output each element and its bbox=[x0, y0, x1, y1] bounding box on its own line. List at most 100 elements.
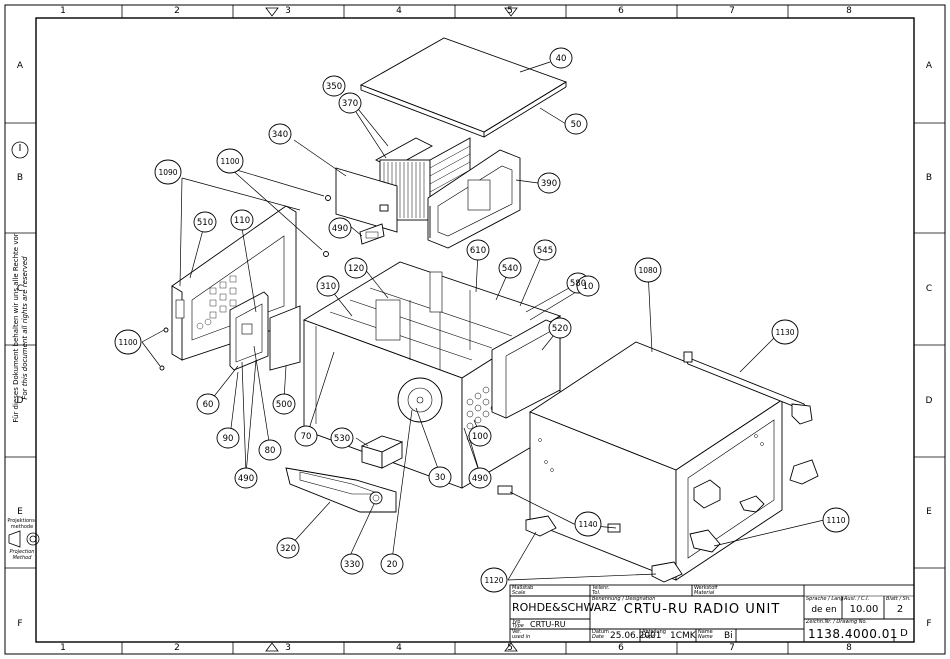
callout-bubble-c545 bbox=[533, 239, 557, 261]
callout-label-c40: 40 bbox=[556, 54, 567, 64]
callout-bubble-c1090 bbox=[154, 159, 182, 185]
callout-label-c10: 10 bbox=[583, 282, 594, 292]
callout-bubble-c1080 bbox=[634, 257, 662, 283]
name-label-en: Name bbox=[698, 634, 713, 640]
callout-label-c370: 370 bbox=[342, 99, 358, 109]
projection-method-label-en: Projection Method bbox=[9, 549, 35, 561]
grid-col-bottom-4: 4 bbox=[396, 643, 402, 653]
callout-label-c490c: 490 bbox=[472, 474, 488, 484]
grid-row-left-F: F bbox=[17, 619, 23, 629]
scale-label-de: Maßstab bbox=[512, 585, 534, 591]
callout-bubble-c310 bbox=[316, 275, 340, 297]
callout-bubble-c610 bbox=[466, 239, 490, 261]
sheet-label: Blatt / Sh. bbox=[886, 596, 911, 602]
callout-label-c340: 340 bbox=[272, 130, 288, 140]
callout-bubble-c60 bbox=[196, 393, 220, 415]
grid-col-top-4: 4 bbox=[396, 6, 402, 16]
callout-label-c1140: 1140 bbox=[578, 520, 597, 529]
callout-label-c530: 530 bbox=[334, 434, 350, 444]
grid-col-bottom-5: 5 bbox=[507, 643, 513, 653]
grid-col-top-2: 2 bbox=[174, 6, 180, 16]
callout-bubble-c1140 bbox=[574, 511, 602, 537]
company-name: ROHDE&SCHWARZ bbox=[512, 601, 617, 614]
grid-row-left-D: D bbox=[16, 396, 24, 406]
callout-label-c1090: 1090 bbox=[158, 168, 177, 177]
callout-label-c30: 30 bbox=[435, 473, 446, 483]
language-value: de en bbox=[811, 605, 837, 615]
callout-label-c1110: 1110 bbox=[826, 516, 845, 525]
callout-label-c1080: 1080 bbox=[638, 266, 657, 275]
grid-col-bottom-7: 7 bbox=[729, 643, 735, 653]
grid-row-right-D: D bbox=[925, 396, 933, 406]
callout-label-c540: 540 bbox=[502, 264, 518, 274]
callout-label-c390: 390 bbox=[541, 179, 557, 189]
projection-method-label-de: Projektions-methode bbox=[7, 518, 37, 530]
grid-row-left-B: B bbox=[16, 173, 24, 183]
callout-bubble-c1110 bbox=[822, 507, 850, 533]
type-value: CRTU-RU bbox=[530, 620, 566, 629]
ci-value: 10.00 bbox=[849, 604, 879, 615]
callout-bubble-c10 bbox=[576, 275, 600, 297]
grid-row-left-C: C bbox=[16, 284, 24, 294]
callout-label-c20: 20 bbox=[387, 560, 398, 570]
grid-col-top-1: 1 bbox=[60, 6, 66, 16]
callout-bubble-c370 bbox=[338, 92, 362, 114]
grid-col-bottom-1: 1 bbox=[60, 643, 66, 653]
grid-row-right-B: B bbox=[925, 173, 933, 183]
callout-bubble-c510 bbox=[193, 211, 217, 233]
date-value: 25.06.2001 bbox=[610, 631, 662, 641]
callout-bubble-c390 bbox=[537, 172, 561, 194]
callout-bubble-c330 bbox=[340, 553, 364, 575]
part-label-de: Teilenr. bbox=[592, 585, 610, 591]
grid-row-right-E: E bbox=[926, 507, 932, 517]
callout-label-c1100a: 1100 bbox=[220, 157, 239, 166]
callout-bubble-c70 bbox=[294, 425, 318, 447]
callout-bubble-c540 bbox=[498, 257, 522, 279]
callout-bubble-c100 bbox=[468, 425, 492, 447]
callout-label-c110: 110 bbox=[234, 216, 250, 226]
callout-label-c545: 545 bbox=[537, 246, 553, 256]
part-label-en: Tol. bbox=[592, 590, 601, 596]
scale-label-en: Scale bbox=[512, 590, 526, 596]
callout-bubble-c1130 bbox=[771, 319, 799, 345]
rights-note-line1: Für dieses Dokument behalten wir uns all… bbox=[12, 233, 20, 423]
callout-label-c610: 610 bbox=[470, 246, 486, 256]
callout-bubble-c20 bbox=[380, 553, 404, 575]
callout-bubble-c490c bbox=[468, 467, 492, 489]
callout-bubble-c30 bbox=[428, 466, 452, 488]
callout-bubble-c320 bbox=[276, 537, 300, 559]
callout-label-c1100b: 1100 bbox=[118, 338, 137, 347]
callout-label-c580: 580 bbox=[570, 279, 586, 289]
callout-bubble-c1100b bbox=[114, 329, 142, 355]
grid-row-right-A: A bbox=[925, 61, 933, 71]
callout-label-c310: 310 bbox=[320, 282, 336, 292]
designation-title: CRTU-RU RADIO UNIT bbox=[623, 602, 781, 617]
language-label: Sprache / Lang. bbox=[806, 596, 846, 602]
callout-bubble-c90 bbox=[216, 427, 240, 449]
callout-label-c350: 350 bbox=[326, 82, 342, 92]
grid-col-bottom-3: 3 bbox=[285, 643, 291, 653]
name-value: Bi bbox=[724, 631, 733, 641]
revision-mark: I bbox=[18, 143, 22, 154]
callout-label-c520: 520 bbox=[552, 324, 568, 334]
grid-col-top-6: 6 bbox=[618, 6, 624, 16]
callout-label-c490a: 490 bbox=[332, 224, 348, 234]
callout-label-c1130: 1130 bbox=[775, 328, 794, 337]
callout-bubble-c520 bbox=[548, 317, 572, 339]
grid-col-bottom-2: 2 bbox=[174, 643, 180, 653]
callout-bubble-c110 bbox=[230, 209, 254, 231]
dept-value: 1CMK bbox=[670, 631, 696, 641]
drawing-number: 1138.4000.01 bbox=[808, 627, 898, 641]
usedin-label-de: Ver. bbox=[512, 629, 522, 635]
callout-label-c100: 100 bbox=[472, 432, 488, 442]
drawing-suffix: D bbox=[900, 628, 908, 639]
callout-label-c60: 60 bbox=[203, 400, 214, 410]
type-label-de: Typ bbox=[512, 619, 521, 625]
callout-label-c490b: 490 bbox=[238, 474, 254, 484]
date-label-de: Datum bbox=[592, 629, 609, 635]
callout-label-c120: 120 bbox=[348, 264, 364, 274]
type-label-en: Type bbox=[512, 623, 524, 629]
callout-label-c80: 80 bbox=[265, 446, 276, 456]
grid-col-bottom-8: 8 bbox=[846, 643, 852, 653]
sheet-value: 2 bbox=[896, 604, 904, 615]
